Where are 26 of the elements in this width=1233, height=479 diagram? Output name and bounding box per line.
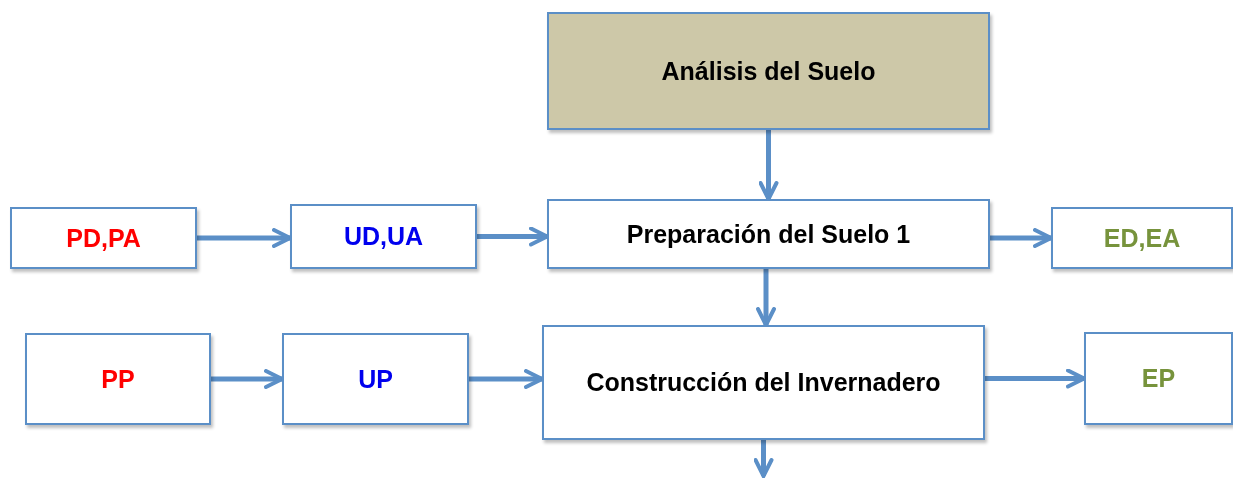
process-box — [25, 333, 211, 425]
node-label: Construcción del Invernadero — [586, 367, 941, 399]
process-box — [1084, 332, 1233, 425]
node-label: UP — [358, 363, 393, 395]
process-box — [547, 199, 990, 269]
process-box — [1051, 207, 1233, 269]
node-label: PP — [101, 363, 135, 395]
arrow — [758, 130, 779, 201]
process-box — [547, 12, 990, 130]
process-box — [282, 333, 469, 425]
node-label: ED,EA — [1103, 222, 1181, 254]
arrow — [990, 228, 1053, 248]
arrow — [985, 368, 1086, 389]
node-label: Análisis del Suelo — [661, 55, 876, 87]
node-label: PD,PA — [66, 222, 141, 254]
arrow — [469, 369, 544, 389]
node-label: UD,UA — [343, 221, 424, 253]
process-box — [290, 204, 477, 269]
arrow — [197, 228, 292, 248]
process-box — [10, 207, 197, 269]
arrow — [211, 369, 284, 389]
arrow — [756, 269, 776, 327]
node-label: Preparación del Suelo 1 — [626, 218, 911, 250]
process-box — [542, 325, 985, 440]
node-label: EP — [1141, 363, 1176, 395]
arrow — [477, 226, 549, 247]
